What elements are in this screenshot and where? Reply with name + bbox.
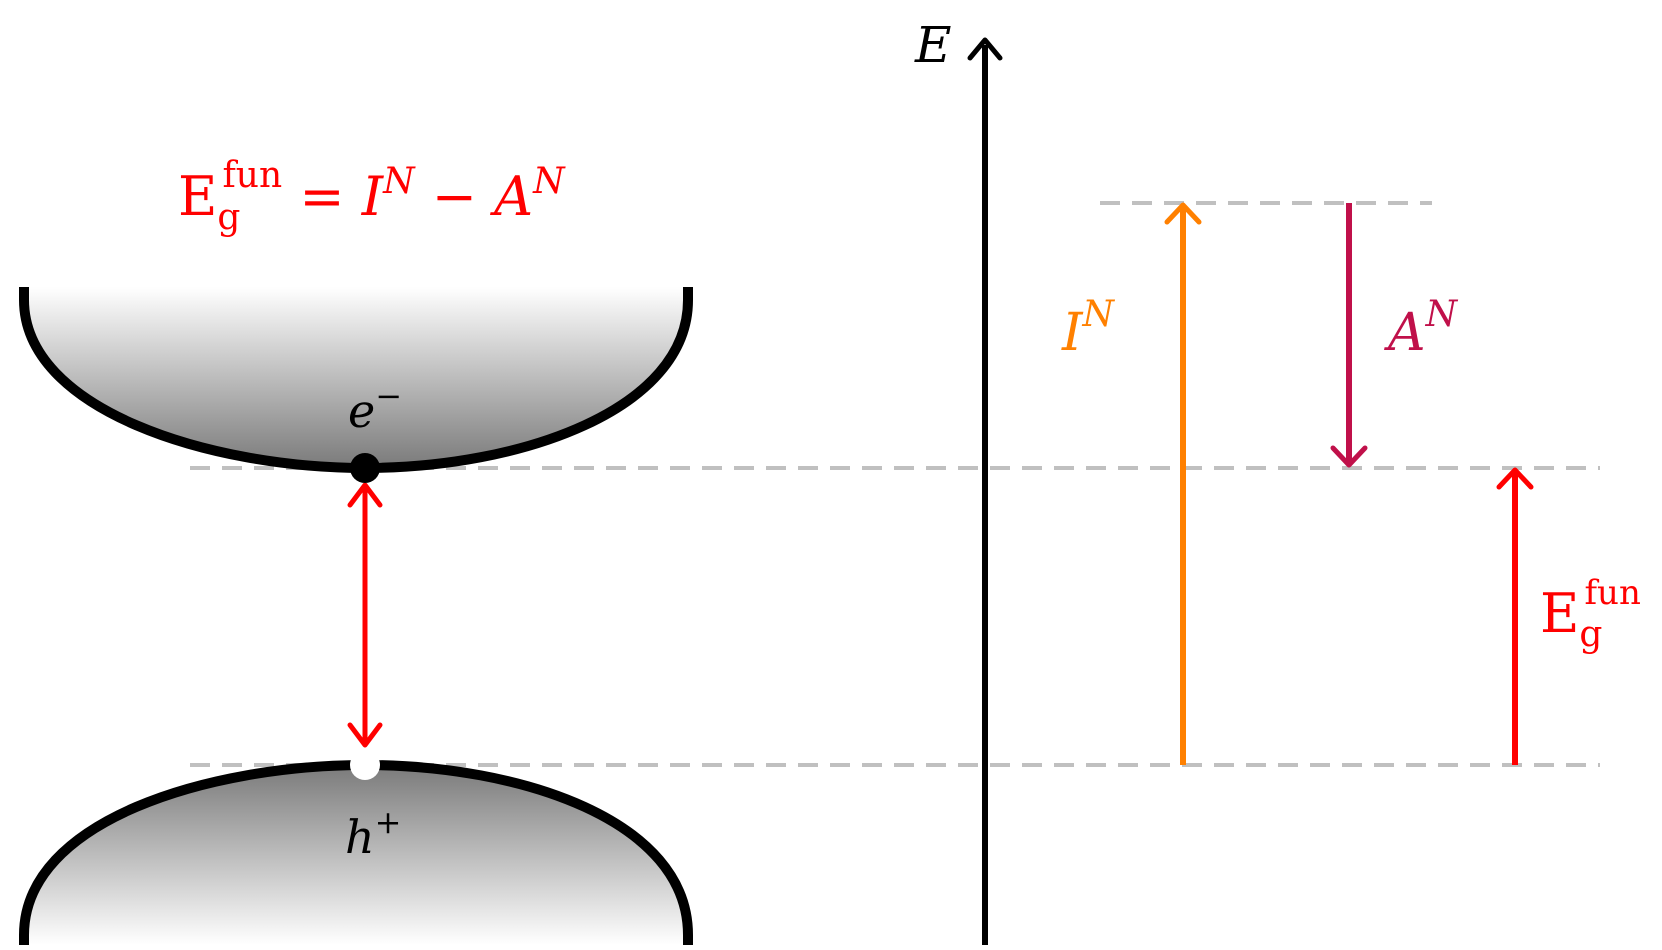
formula-e: E bbox=[178, 165, 217, 228]
axis-label: E bbox=[914, 16, 952, 74]
electron-label: e− bbox=[348, 377, 402, 438]
formula-a: A bbox=[489, 165, 533, 228]
hole-label-sup: + bbox=[375, 803, 402, 841]
formula-sub: g bbox=[217, 197, 240, 238]
electron-label-sup: − bbox=[375, 377, 402, 415]
gap-label-sub: g bbox=[1579, 614, 1602, 655]
ionization-arrow-head bbox=[1164, 202, 1202, 225]
gap-arrow-head bbox=[1496, 467, 1534, 490]
hole-label-base: h bbox=[345, 810, 375, 864]
ionization-label: IN bbox=[1061, 294, 1116, 363]
electron-dot bbox=[350, 453, 380, 483]
formula-n1: N bbox=[382, 161, 416, 202]
affinity-label-base: A bbox=[1384, 303, 1426, 363]
electron-label-base: e bbox=[348, 384, 375, 438]
affinity-label-sup: N bbox=[1425, 294, 1459, 335]
formula-eq: = bbox=[282, 165, 362, 228]
gap-arrow-head-top bbox=[347, 482, 383, 508]
formula-minus: − bbox=[415, 165, 495, 228]
gap-label: Egfun bbox=[1540, 573, 1641, 655]
ionization-label-base: I bbox=[1061, 303, 1084, 363]
valence-band bbox=[24, 765, 688, 945]
affinity-arrow-head bbox=[1330, 445, 1368, 468]
formula-sup: fun bbox=[222, 155, 282, 196]
gap-formula: Egfun = IN − AN bbox=[178, 155, 566, 238]
conduction-band bbox=[24, 287, 688, 468]
hole-dot bbox=[350, 750, 380, 780]
gap-label-base: E bbox=[1540, 582, 1579, 645]
gap-label-sup: fun bbox=[1584, 573, 1640, 613]
formula-n2: N bbox=[532, 161, 566, 202]
hole-label: h+ bbox=[345, 803, 401, 864]
gap-arrow-head-bottom bbox=[347, 722, 383, 748]
energy-axis-head bbox=[967, 37, 1003, 61]
formula-i: I bbox=[361, 165, 385, 228]
affinity-label: AN bbox=[1384, 294, 1459, 363]
ionization-label-sup: N bbox=[1082, 294, 1116, 335]
